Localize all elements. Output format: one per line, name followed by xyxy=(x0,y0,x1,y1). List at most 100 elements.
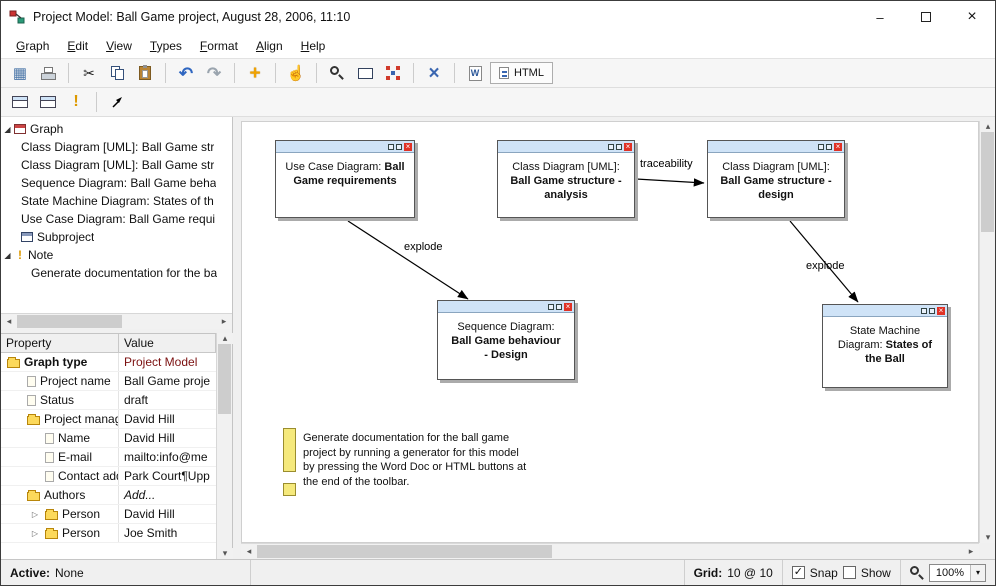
select-area-button[interactable] xyxy=(352,61,378,85)
tree-item-generate-documentation[interactable]: Generate documentation for the ba xyxy=(1,264,232,282)
scrollbar-thumb[interactable] xyxy=(257,545,552,558)
tree-horizontal-scrollbar[interactable]: ◂ ▸ xyxy=(1,313,232,329)
edge-traceability[interactable] xyxy=(636,179,704,183)
scroll-right-icon[interactable]: ▸ xyxy=(216,314,232,329)
grid-settings-button[interactable] xyxy=(380,61,406,85)
menu-align[interactable]: Align xyxy=(247,35,292,57)
node-class-diagram-analysis[interactable]: × Class Diagram [UML]: Ball Game structu… xyxy=(497,140,635,218)
canvas-vertical-scrollbar[interactable]: ▴ ▾ xyxy=(979,121,995,543)
undo-button[interactable]: ↶ xyxy=(173,61,199,85)
app-icon[interactable] xyxy=(9,9,25,25)
property-value-cell[interactable]: Add... xyxy=(119,486,216,504)
pan-button[interactable]: ☝ xyxy=(283,61,309,85)
zoom-magnifier-icon[interactable] xyxy=(910,566,924,580)
delete-button[interactable]: × xyxy=(421,61,447,85)
print-button[interactable] xyxy=(35,61,61,85)
graph-browser-button[interactable]: ▦ xyxy=(7,61,33,85)
tree-item-sequence-diagram[interactable]: Sequence Diagram: Ball Game beha xyxy=(1,174,232,192)
tree-item-graph[interactable]: ◢ Graph xyxy=(1,120,232,138)
property-value-cell[interactable]: Ball Game proje xyxy=(119,372,216,390)
property-label-cell[interactable]: Graph type xyxy=(1,353,119,371)
connect-tool-button[interactable] xyxy=(104,90,130,114)
property-row-status[interactable]: Status draft xyxy=(1,391,216,410)
node-close-icon[interactable]: × xyxy=(404,143,412,151)
property-label-cell[interactable]: ▷Person xyxy=(1,505,119,523)
menu-view[interactable]: View xyxy=(97,35,141,57)
property-value-cell[interactable]: David Hill xyxy=(119,429,216,447)
property-row-person-2[interactable]: ▷Person Joe Smith xyxy=(1,524,216,543)
property-row-name[interactable]: Name David Hill xyxy=(1,429,216,448)
redo-button[interactable]: ↷ xyxy=(201,61,227,85)
edge-explode-1[interactable] xyxy=(348,221,468,299)
property-row-person-1[interactable]: ▷Person David Hill xyxy=(1,505,216,524)
zoom-dropdown-icon[interactable]: ▾ xyxy=(970,565,985,581)
node-close-icon[interactable]: × xyxy=(624,143,632,151)
html-export-button[interactable]: HTML xyxy=(490,62,553,84)
word-export-button[interactable]: W xyxy=(462,61,488,85)
maximize-button[interactable] xyxy=(903,1,949,33)
show-checkbox[interactable] xyxy=(843,566,856,579)
note-square-icon[interactable] xyxy=(283,483,296,496)
scroll-down-icon[interactable]: ▾ xyxy=(980,532,996,543)
scroll-up-icon[interactable]: ▴ xyxy=(217,333,233,344)
tree-item-note[interactable]: ◢ ! Note xyxy=(1,246,232,264)
property-value-cell[interactable]: Park Court¶Upp xyxy=(119,467,216,485)
property-value-cell[interactable]: Joe Smith xyxy=(119,524,216,542)
note-bar-icon[interactable] xyxy=(283,428,296,472)
scroll-right-icon[interactable]: ▸ xyxy=(963,544,979,559)
zoom-button[interactable] xyxy=(324,61,350,85)
scroll-down-icon[interactable]: ▾ xyxy=(217,548,233,559)
expand-icon[interactable]: ◢ xyxy=(1,125,14,134)
property-label-cell[interactable]: Contact add xyxy=(1,467,119,485)
property-row-project-name[interactable]: Project name Ball Game proje xyxy=(1,372,216,391)
scrollbar-track[interactable] xyxy=(980,132,995,532)
scrollbar-track[interactable] xyxy=(217,344,232,548)
note-text[interactable]: Generate documentation for the ball game… xyxy=(303,431,531,489)
property-row-authors[interactable]: Authors Add... xyxy=(1,486,216,505)
menu-help[interactable]: Help xyxy=(292,35,335,57)
node-class-diagram-design[interactable]: × Class Diagram [UML]: Ball Game structu… xyxy=(707,140,845,218)
property-value-cell[interactable]: draft xyxy=(119,391,216,409)
property-label-cell[interactable]: Status xyxy=(1,391,119,409)
scroll-up-icon[interactable]: ▴ xyxy=(980,121,996,132)
subgraph-tool-button[interactable] xyxy=(35,90,61,114)
scrollbar-thumb[interactable] xyxy=(17,315,122,328)
minimize-button[interactable]: – xyxy=(857,1,903,33)
scroll-left-icon[interactable]: ◂ xyxy=(241,544,257,559)
scrollbar-track[interactable] xyxy=(17,314,216,329)
object-tool-button[interactable] xyxy=(7,90,33,114)
property-label-cell[interactable]: Name xyxy=(1,429,119,447)
tree-item-class-diagram-2[interactable]: Class Diagram [UML]: Ball Game str xyxy=(1,156,232,174)
property-row-email[interactable]: E-mail mailto:info@me xyxy=(1,448,216,467)
property-value-cell[interactable]: David Hill xyxy=(119,410,216,428)
node-close-icon[interactable]: × xyxy=(564,303,572,311)
property-row-contact-address[interactable]: Contact add Park Court¶Upp xyxy=(1,467,216,486)
node-sequence-diagram[interactable]: × Sequence Diagram: Ball Game behaviour … xyxy=(437,300,575,380)
property-value-cell[interactable]: Project Model xyxy=(119,353,216,371)
canvas-horizontal-scrollbar[interactable]: ◂ ▸ xyxy=(241,543,979,559)
diagram-canvas[interactable]: traceability explode explode × Use Case … xyxy=(241,121,979,543)
scrollbar-thumb[interactable] xyxy=(218,344,231,414)
property-label-cell[interactable]: Project manag xyxy=(1,410,119,428)
menu-types[interactable]: Types xyxy=(141,35,191,57)
node-use-case-diagram[interactable]: × Use Case Diagram: Ball Game requiremen… xyxy=(275,140,415,218)
tree-item-state-machine-diagram[interactable]: State Machine Diagram: States of th xyxy=(1,192,232,210)
add-object-button[interactable]: + xyxy=(242,61,268,85)
scrollbar-track[interactable] xyxy=(257,544,963,559)
property-label-cell[interactable]: ▷Person xyxy=(1,524,119,542)
property-column-header[interactable]: Property xyxy=(1,334,119,353)
collapsed-icon[interactable]: ▷ xyxy=(29,510,41,519)
tree-item-use-case-diagram[interactable]: Use Case Diagram: Ball Game requi xyxy=(1,210,232,228)
property-label-cell[interactable]: Authors xyxy=(1,486,119,504)
cut-button[interactable]: ✂ xyxy=(76,61,102,85)
value-column-header[interactable]: Value xyxy=(119,334,216,353)
paste-button[interactable] xyxy=(132,61,158,85)
property-row-project-manager[interactable]: Project manag David Hill xyxy=(1,410,216,429)
scrollbar-thumb[interactable] xyxy=(981,132,994,232)
menu-format[interactable]: Format xyxy=(191,35,247,57)
note-tool-button[interactable]: ! xyxy=(63,90,89,114)
property-row-graph-type[interactable]: Graph type Project Model xyxy=(1,353,216,372)
tree-item-subproject[interactable]: Subproject xyxy=(1,228,232,246)
property-value-cell[interactable]: mailto:info@me xyxy=(119,448,216,466)
property-label-cell[interactable]: E-mail xyxy=(1,448,119,466)
